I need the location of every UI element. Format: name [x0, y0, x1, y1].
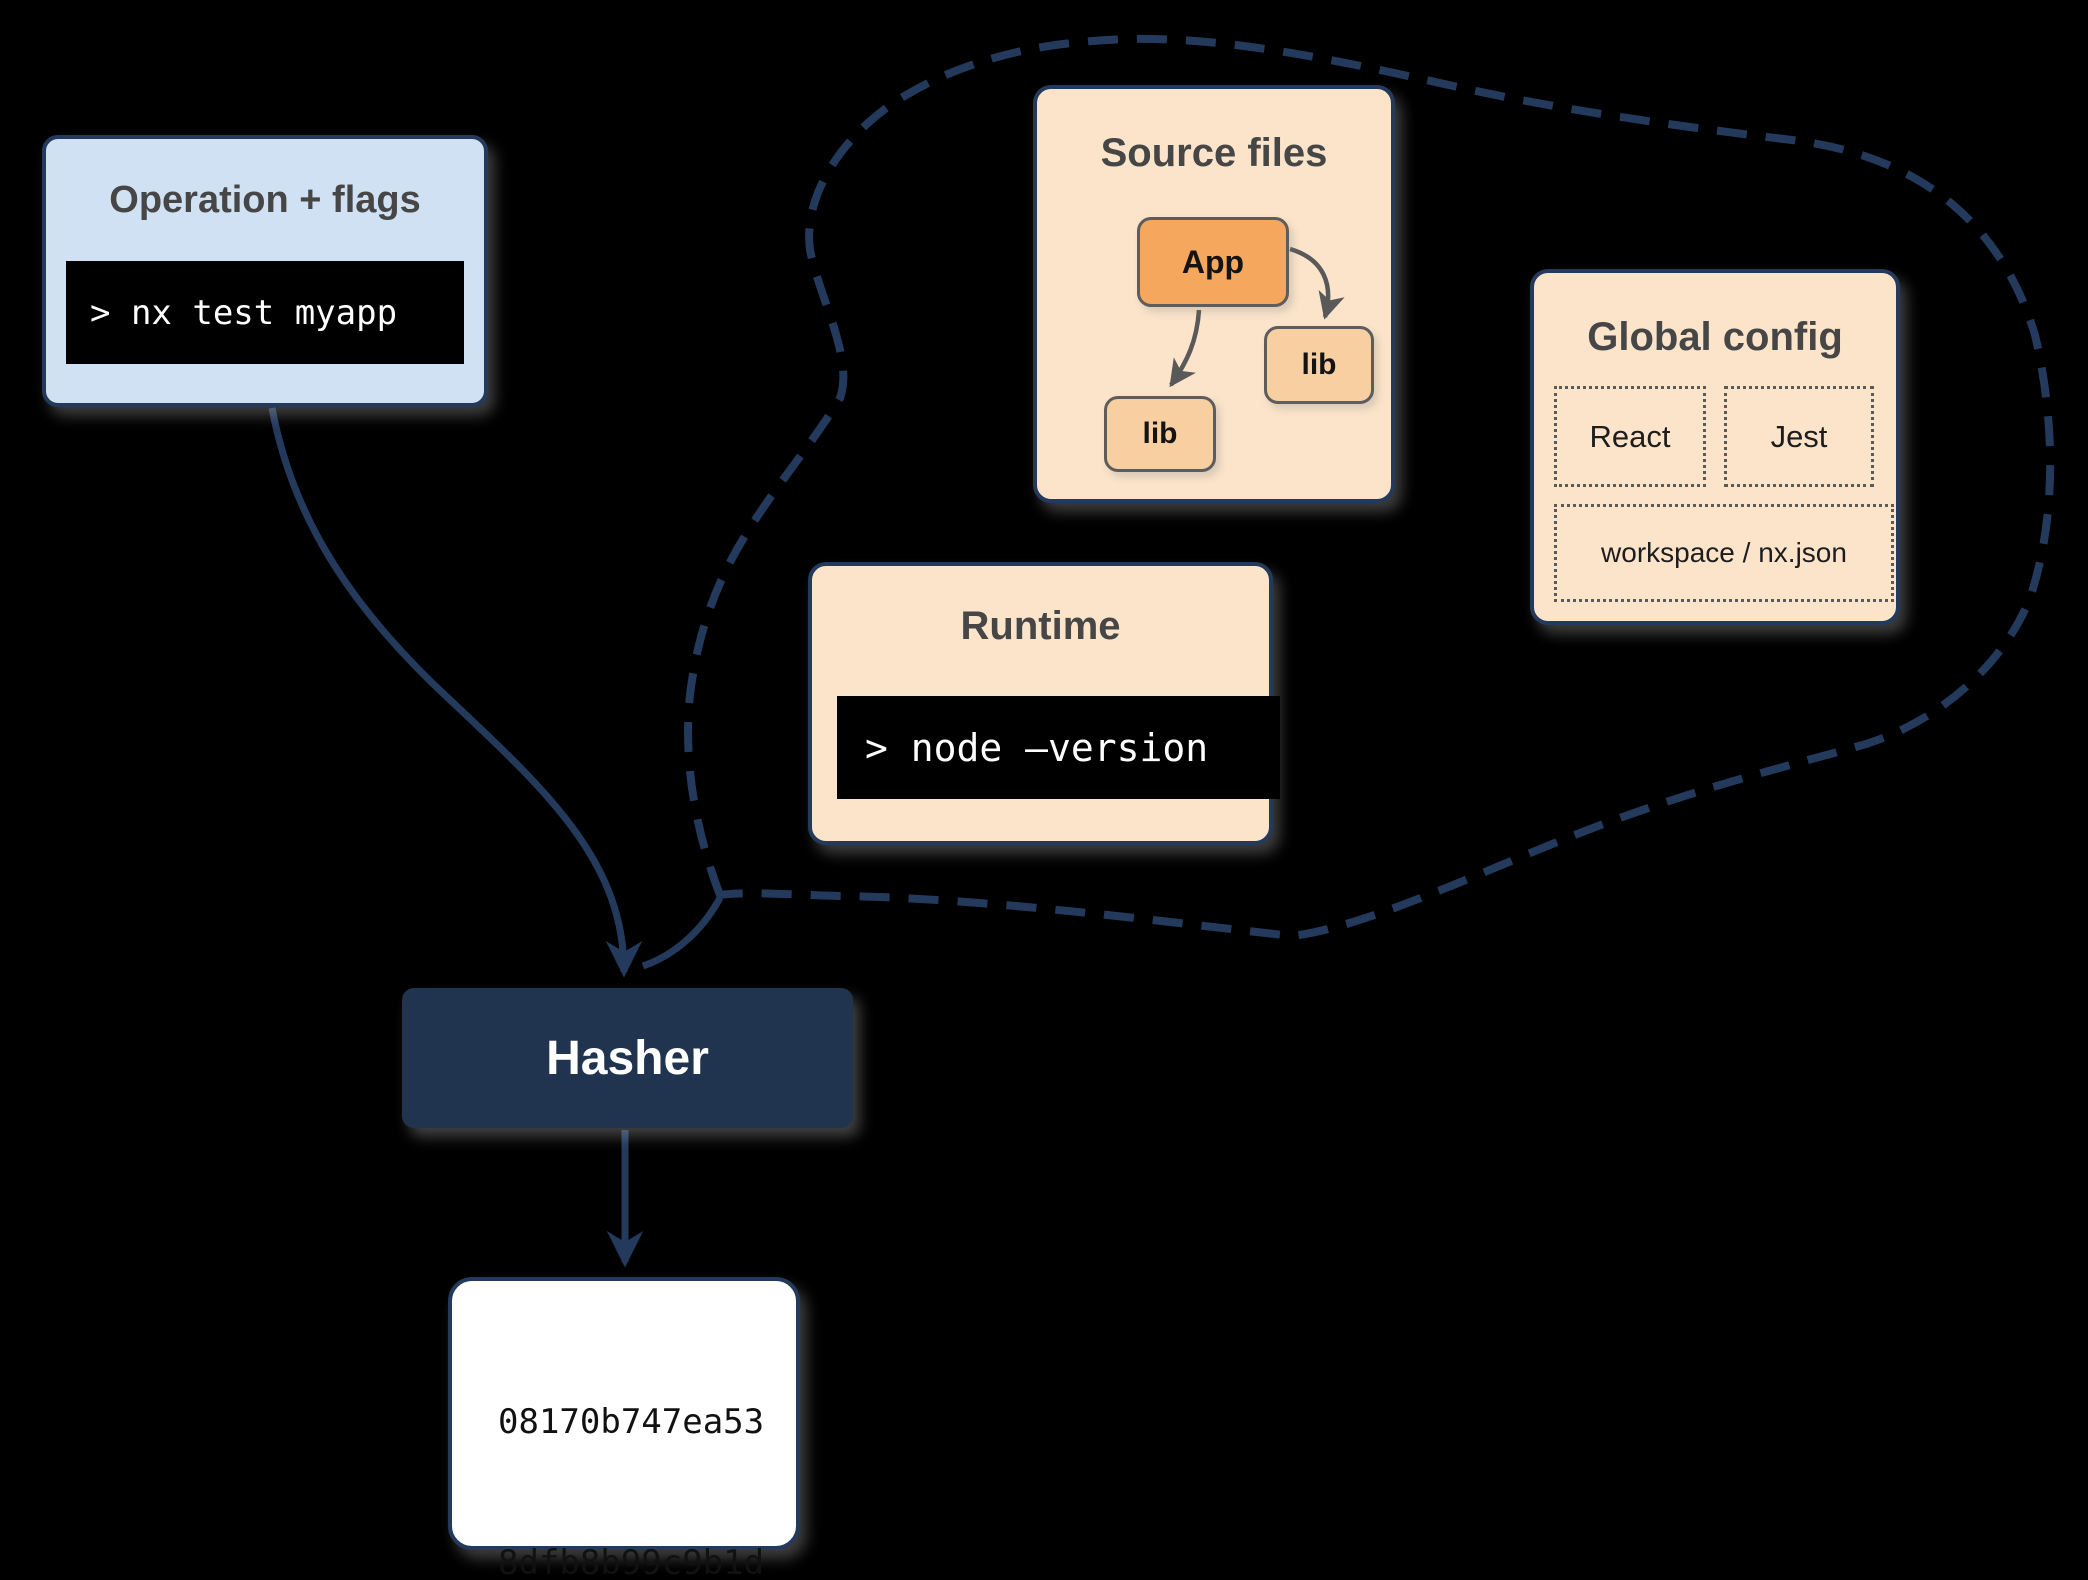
- config-cell-jest: Jest: [1724, 386, 1874, 487]
- operation-flags-title: Operation + flags: [109, 179, 421, 221]
- hash-line: 08170b747ea53: [498, 1402, 765, 1442]
- lib-node-left: lib: [1104, 396, 1216, 472]
- operation-terminal: > nx test myapp: [66, 261, 464, 364]
- app-node: App: [1137, 217, 1289, 307]
- hash-line: 8dfb8b99c9b1d: [498, 1543, 765, 1580]
- source-files-box: Source files App lib lib: [1033, 85, 1395, 503]
- hasher-box: Hasher: [402, 988, 853, 1128]
- lib-node-right: lib: [1264, 326, 1374, 404]
- operation-flags-box: Operation + flags > nx test myapp: [42, 135, 488, 407]
- global-config-title: Global config: [1587, 315, 1843, 359]
- hasher-label: Hasher: [546, 1031, 709, 1085]
- hash-output-box: 08170b747ea53 8dfb8b99c9b1d ae8677e8f8bd…: [448, 1277, 800, 1580]
- runtime-terminal: > node –version: [837, 696, 1280, 799]
- project-graph-edges: [1169, 246, 1345, 388]
- source-files-title: Source files: [1100, 131, 1328, 175]
- operation-command-text: > nx test myapp: [90, 292, 398, 333]
- hash-output-lines: 08170b747ea53 8dfb8b99c9b1d ae8677e8f8bd…: [498, 1305, 764, 1580]
- edge-app-to-lib-right: [1289, 246, 1345, 320]
- config-cell-react: React: [1554, 386, 1706, 487]
- global-config-box: Global config React Jest workspace / nx.…: [1530, 269, 1900, 625]
- runtime-title: Runtime: [960, 604, 1121, 648]
- runtime-command-text: > node –version: [865, 725, 1209, 770]
- edge-app-to-lib-left: [1169, 309, 1202, 388]
- edge-cloud-to-hasher: [641, 896, 724, 970]
- edge-operation-to-hasher: [268, 407, 643, 978]
- config-cell-workspace: workspace / nx.json: [1554, 504, 1894, 602]
- runtime-box: Runtime > node –version: [808, 562, 1280, 845]
